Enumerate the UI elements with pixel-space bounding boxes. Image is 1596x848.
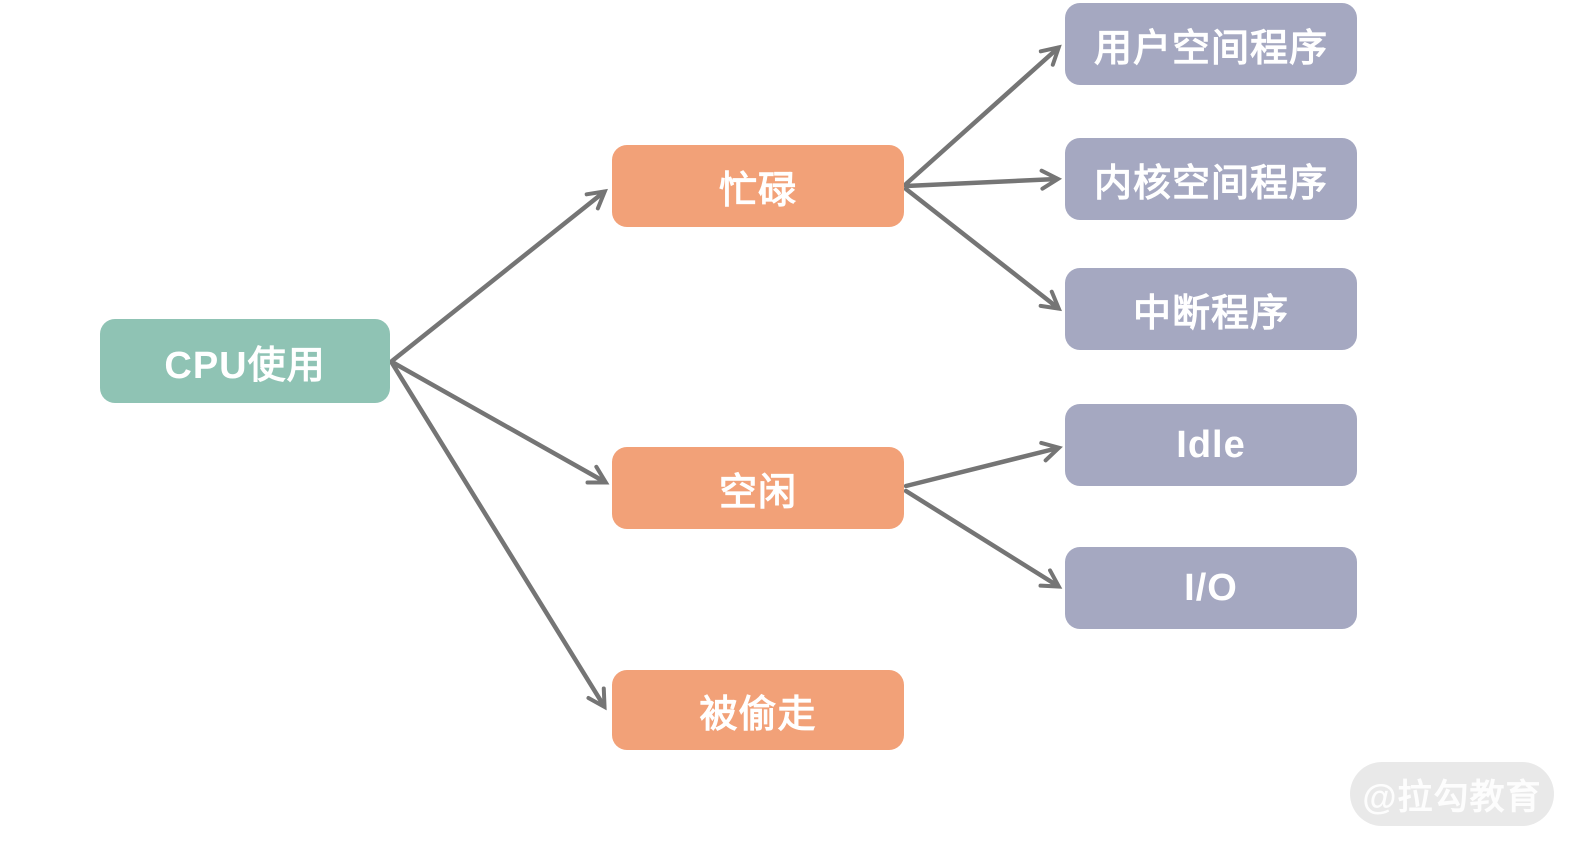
node-idle-english: Idle <box>1065 404 1357 486</box>
edge-busy-kernel-space <box>903 168 1063 191</box>
node-kernel-space-programs: 内核空间程序 <box>1065 138 1357 220</box>
node-busy: 忙碌 <box>612 145 904 227</box>
node-cpu-usage: CPU使用 <box>100 319 390 403</box>
edge-cpu-idle <box>389 359 610 485</box>
edge-cpu-busy <box>389 188 608 364</box>
node-stolen: 被偷走 <box>612 670 904 750</box>
edge-busy-interrupt <box>903 186 1062 312</box>
edge-busy-user-space <box>903 44 1062 187</box>
node-interrupt-programs: 中断程序 <box>1065 268 1357 350</box>
node-io: I/O <box>1065 547 1357 629</box>
node-user-space-programs: 用户空间程序 <box>1065 3 1357 85</box>
edge-cpu-stolen <box>389 360 607 711</box>
lagou-watermark-badge: @拉勾教育 <box>1350 762 1554 826</box>
node-idle: 空闲 <box>612 447 904 529</box>
edge-idle-idle-en <box>903 440 1063 489</box>
edge-idle-io <box>903 488 1063 589</box>
